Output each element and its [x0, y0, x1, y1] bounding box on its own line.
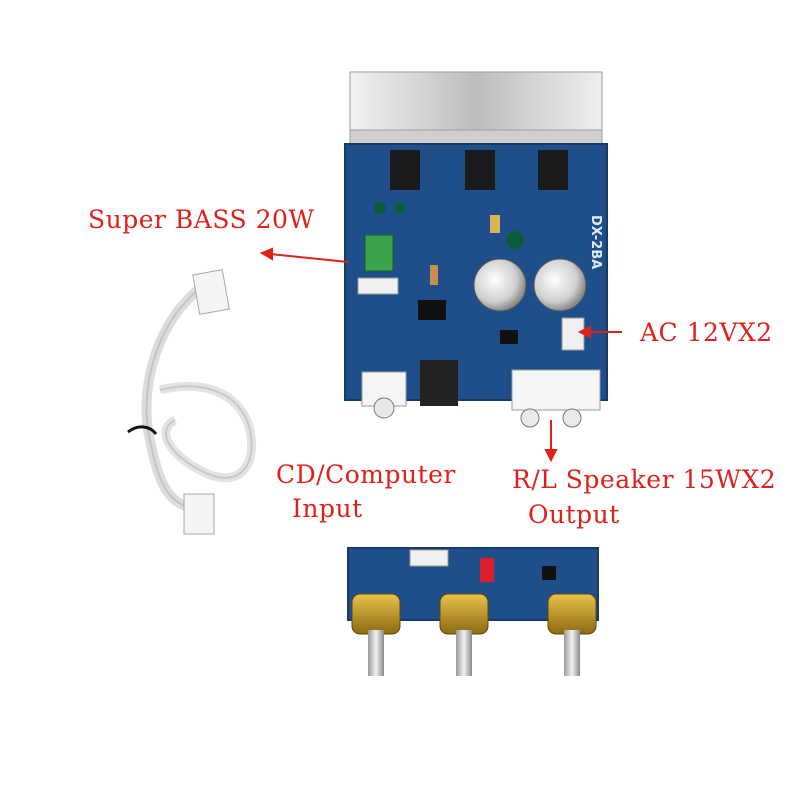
- super-bass-label: Super BASS 20W: [88, 205, 315, 234]
- heatsink: [349, 71, 603, 147]
- callout-arrows: [259, 247, 622, 463]
- main-amplifier-board: [344, 143, 608, 428]
- ribbon-cable: [127, 269, 256, 535]
- tone-control-board: [347, 547, 599, 676]
- board-model-marking: DX-2BA: [588, 215, 603, 269]
- speaker-output-label-line1: R/L Speaker 15WX2: [512, 465, 777, 494]
- cd-input-label-line1: CD/Computer: [276, 460, 456, 489]
- speaker-output-label-line2: Output: [528, 500, 620, 529]
- ac-power-label: AC 12VX2: [640, 318, 773, 347]
- cd-input-label-line2: Input: [292, 494, 363, 523]
